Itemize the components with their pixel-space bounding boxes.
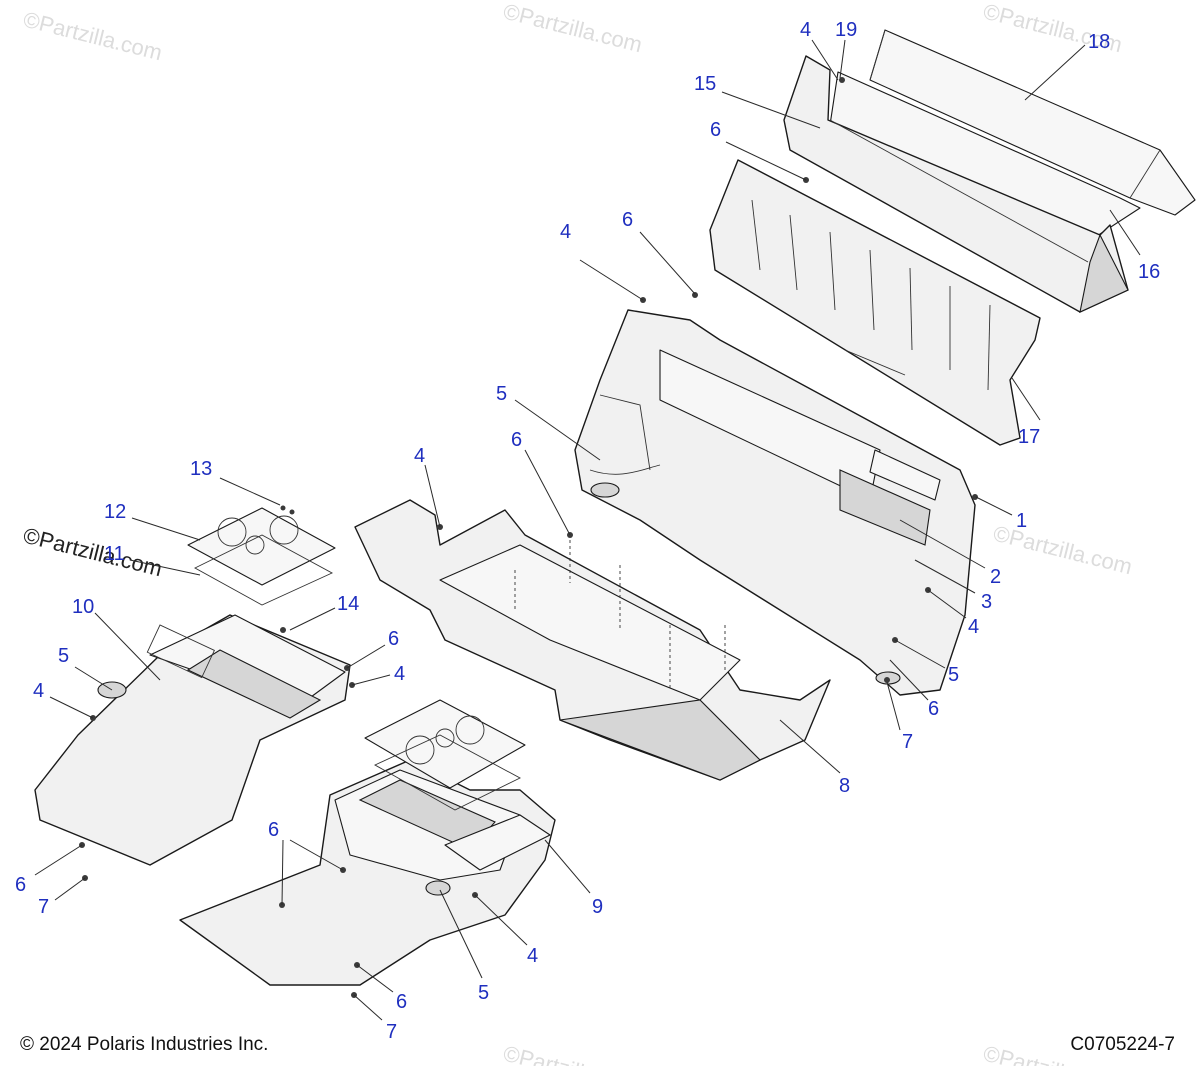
- watermark-inline: ©Partzilla.com: [21, 523, 165, 582]
- callout-4: 4: [527, 945, 538, 967]
- right-seat-plate: [364, 699, 526, 811]
- callout-1: 1: [1016, 510, 1027, 532]
- callout-5: 5: [58, 645, 69, 667]
- callout-4: 4: [800, 19, 811, 41]
- callout-10: 10: [72, 596, 94, 618]
- callout-13: 13: [190, 458, 212, 480]
- callout-6: 6: [622, 209, 633, 231]
- callout-16: 16: [1138, 261, 1160, 283]
- callout-17: 17: [1018, 426, 1040, 448]
- watermark: ©Partzilla.com: [501, 1041, 645, 1066]
- callout-15: 15: [694, 73, 716, 95]
- callout-6: 6: [396, 991, 407, 1013]
- callout-19: 19: [835, 19, 857, 41]
- callout-7: 7: [38, 896, 49, 918]
- cargo-box: [574, 309, 976, 696]
- callout-4: 4: [968, 616, 979, 638]
- main-floor-tub: [354, 499, 831, 781]
- callout-6: 6: [15, 874, 26, 896]
- callout-4: 4: [394, 663, 405, 685]
- callout-18: 18: [1088, 31, 1110, 53]
- watermark: ©Partzilla.com: [21, 7, 165, 66]
- diagram-code: C0705224-7: [1070, 1034, 1175, 1055]
- copyright-text: © 2024 Polaris Industries Inc.: [20, 1034, 268, 1055]
- callout-9: 9: [592, 896, 603, 918]
- callout-6: 6: [928, 698, 939, 720]
- callout-6: 6: [388, 628, 399, 650]
- rear-trim-frame: [783, 55, 1129, 313]
- callout-5: 5: [496, 383, 507, 405]
- callout-7: 7: [386, 1021, 397, 1043]
- left-seat-plate: [187, 507, 336, 606]
- watermark: ©Partzilla.com: [991, 521, 1135, 580]
- callout-6: 6: [268, 819, 279, 841]
- callout-14: 14: [337, 593, 359, 615]
- callout-6: 6: [710, 119, 721, 141]
- callout-12: 12: [104, 501, 126, 523]
- callout-4: 4: [414, 445, 425, 467]
- callout-5: 5: [478, 982, 489, 1004]
- leader-lines: [34, 39, 1141, 1021]
- callout-4: 4: [33, 680, 44, 702]
- callout-labels: 18 19 4 15 6 16 6 4 17 1 2 3 4 5 6 7 5 4…: [15, 19, 1160, 1043]
- callout-8: 8: [839, 775, 850, 797]
- watermark: ©Partzilla.com: [501, 0, 645, 57]
- callout-4: 4: [560, 221, 571, 243]
- callout-5: 5: [948, 664, 959, 686]
- callout-2: 2: [990, 566, 1001, 588]
- callout-3: 3: [981, 591, 992, 613]
- callout-7: 7: [902, 731, 913, 753]
- callout-6: 6: [511, 429, 522, 451]
- left-floor-seat-base: [34, 614, 351, 866]
- rear-wall-panel: [709, 159, 1041, 446]
- right-floor-seat-base: [179, 759, 556, 986]
- callout-11: 11: [104, 543, 125, 565]
